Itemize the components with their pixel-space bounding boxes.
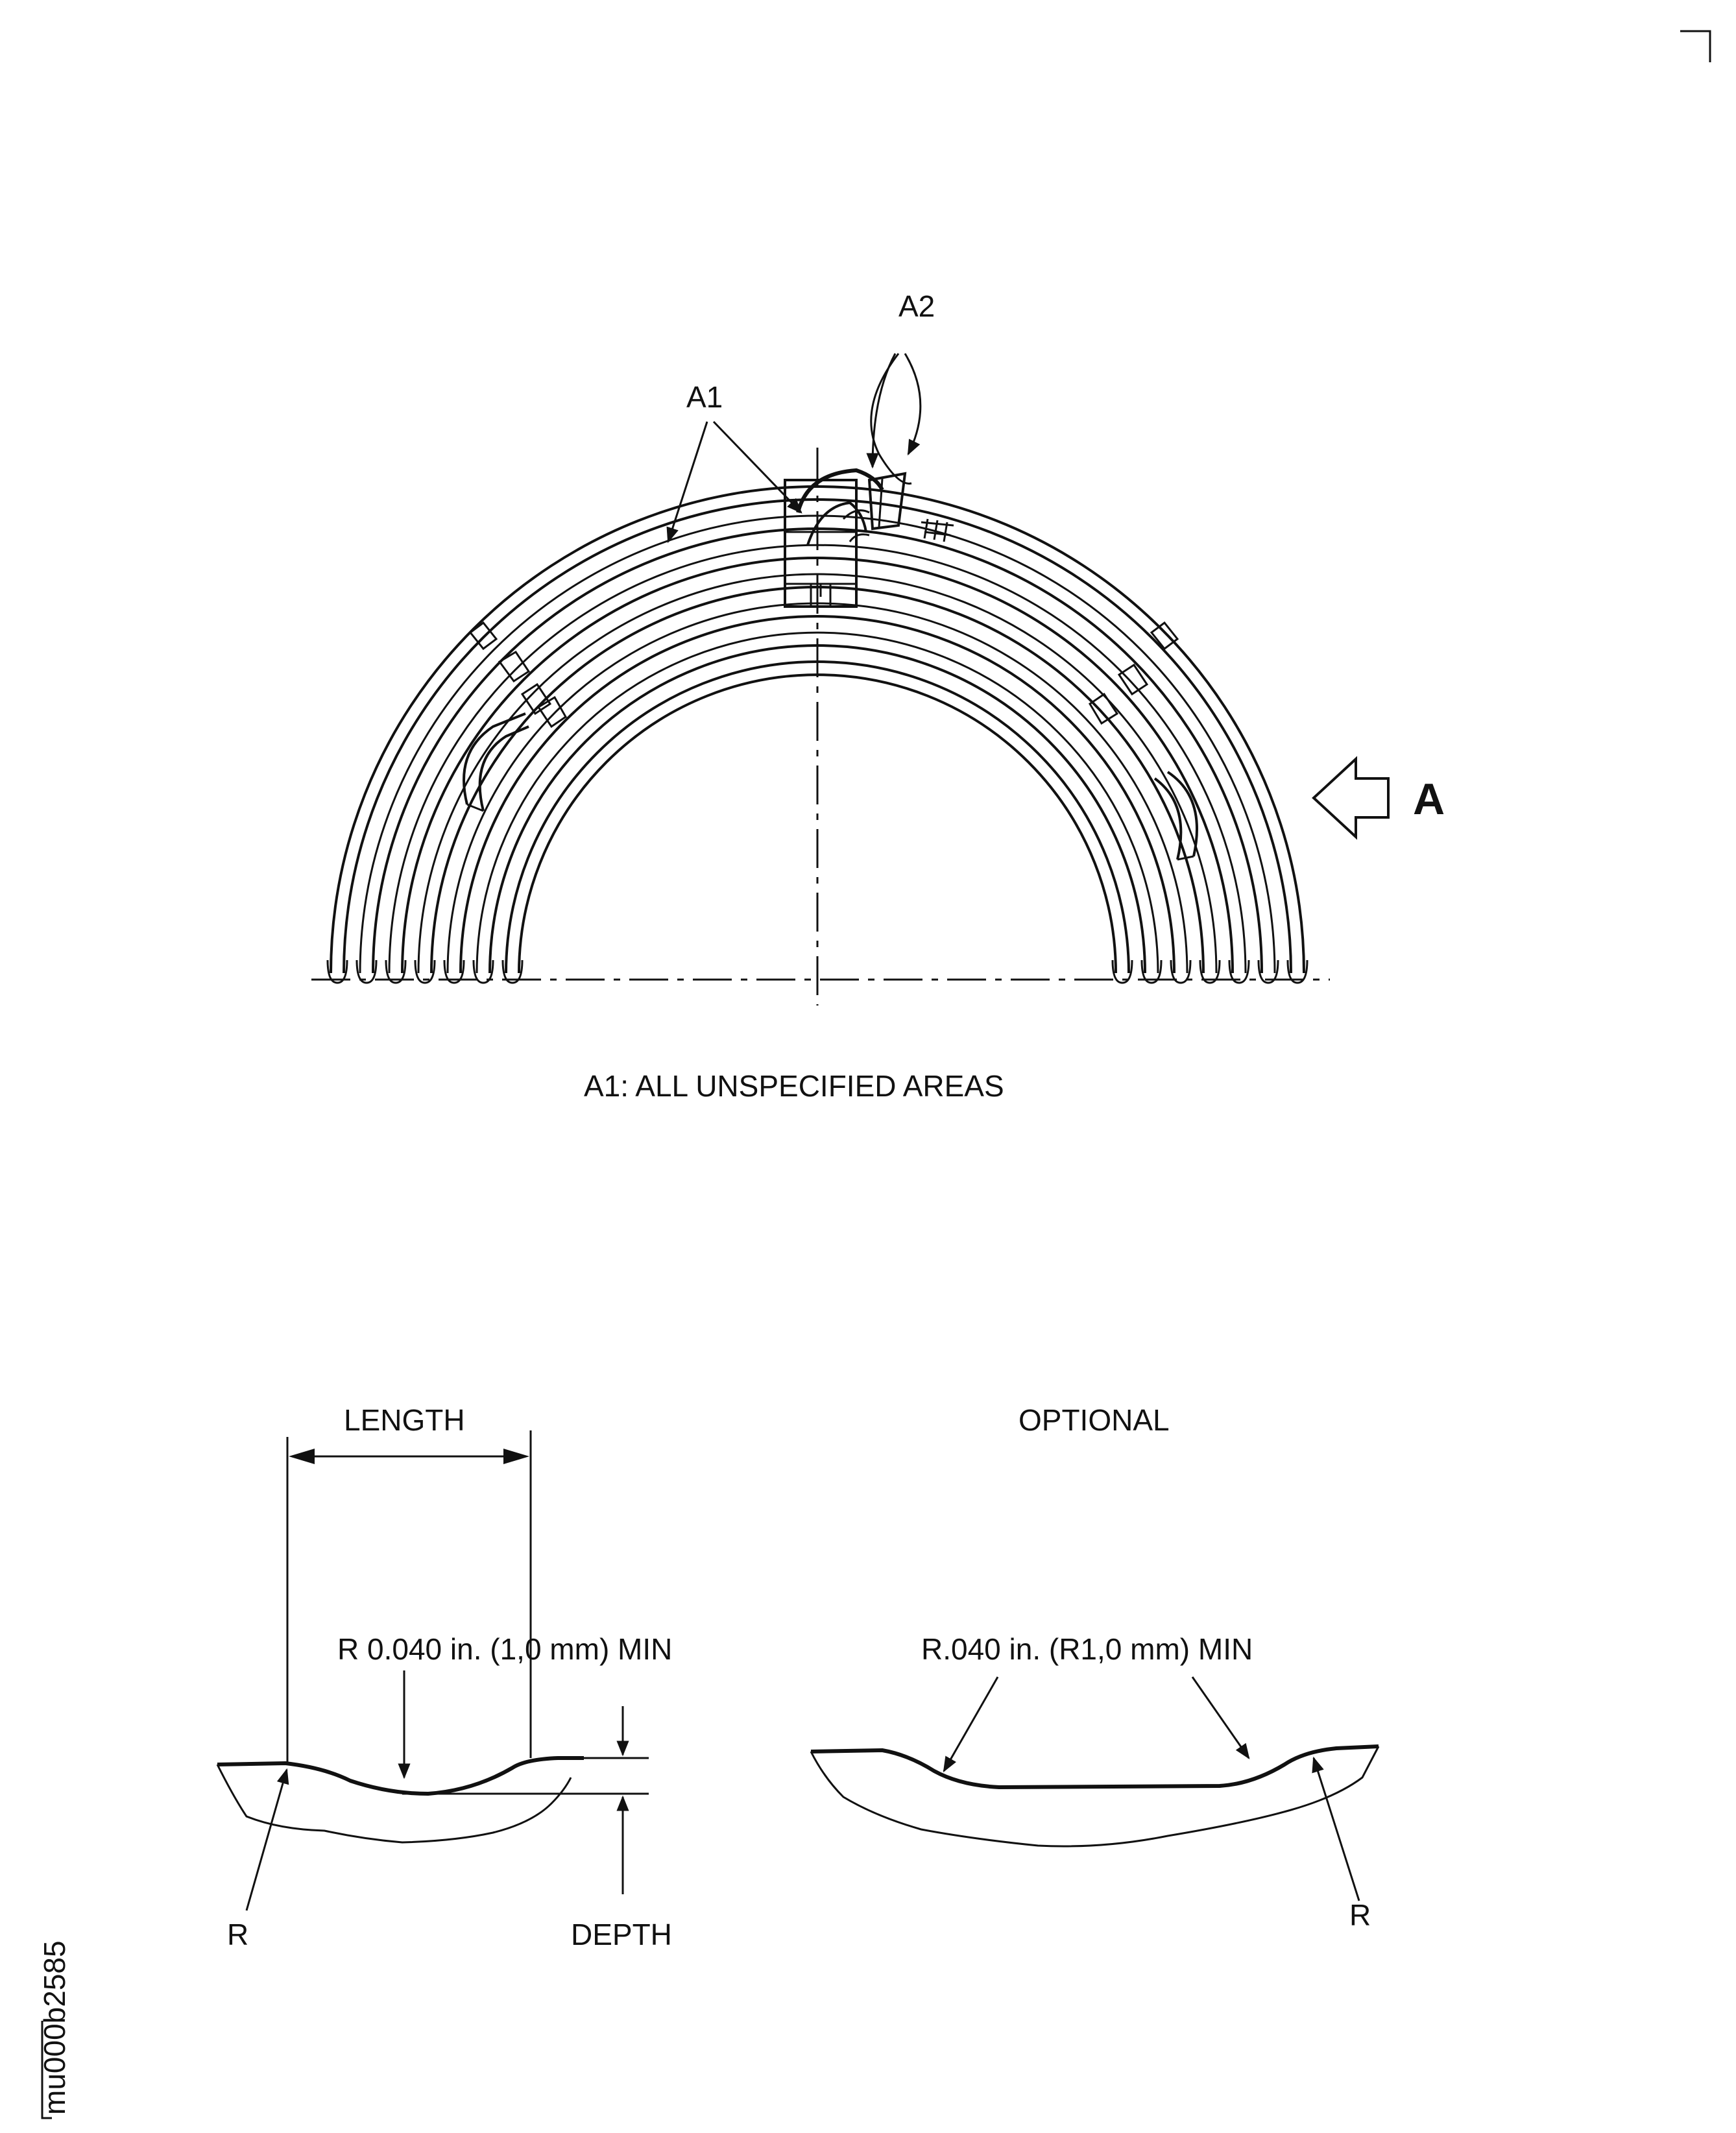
detail-right: OPTIONAL R.040 in. (R1,0 mm) MIN R bbox=[810, 1403, 1380, 1932]
detail-left: LENGTH R 0.040 in. (1,0 mm) MIN R DEPTH bbox=[216, 1403, 672, 1951]
optional-title: OPTIONAL bbox=[1019, 1403, 1170, 1437]
left-r-label: R bbox=[227, 1918, 248, 1951]
clip-left-upper bbox=[468, 621, 567, 729]
band-tag bbox=[921, 518, 954, 542]
length-label: LENGTH bbox=[344, 1403, 465, 1437]
clip-right-upper bbox=[1088, 621, 1179, 725]
hollow-arrow-icon bbox=[1312, 756, 1390, 840]
a1-caption: A1: ALL UNSPECIFIED AREAS bbox=[584, 1069, 1004, 1103]
a2-label: A2 bbox=[898, 289, 935, 323]
figure-id: mu000b2585 bbox=[38, 1940, 71, 2115]
elbow-fitting bbox=[796, 468, 907, 546]
view-arrow-a: A bbox=[1312, 756, 1445, 840]
center-clamp bbox=[784, 479, 858, 608]
right-radius-note: R.040 in. (R1,0 mm) MIN bbox=[921, 1632, 1253, 1666]
a1-label: A1 bbox=[686, 380, 723, 414]
left-radius-note: R 0.040 in. (1,0 mm) MIN bbox=[337, 1632, 672, 1666]
a2-callout: A2 bbox=[866, 289, 935, 485]
right-r-label: R bbox=[1349, 1898, 1371, 1932]
figure-id-block: mu000b2585 bbox=[38, 1940, 71, 2119]
arc-assembly bbox=[311, 448, 1330, 1006]
band-ends-right bbox=[1111, 959, 1308, 984]
depth-label: DEPTH bbox=[571, 1918, 672, 1951]
bracket-right bbox=[1153, 771, 1198, 861]
band-ends-left bbox=[326, 959, 524, 984]
corner-crop-mark bbox=[1680, 30, 1711, 62]
a1-callout: A1 bbox=[666, 380, 802, 544]
view-arrow-label: A bbox=[1413, 775, 1445, 824]
bracket-left bbox=[463, 712, 529, 812]
